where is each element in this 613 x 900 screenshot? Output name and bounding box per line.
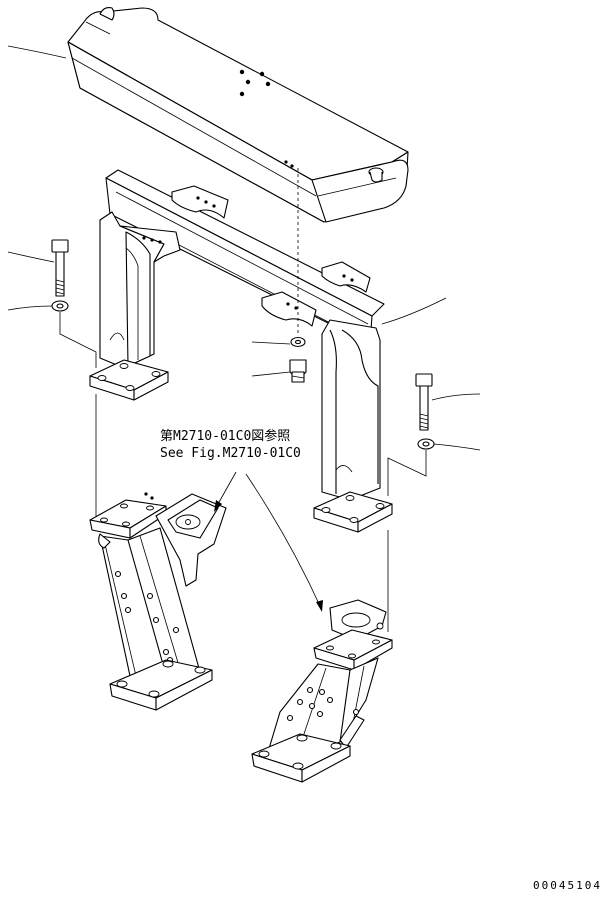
- callout-japanese: 第M2710-01C0図参照: [160, 428, 290, 444]
- bolt-right: [415, 373, 433, 431]
- top-cross-beam: [67, 7, 409, 223]
- bolt-left: [51, 239, 69, 297]
- drawing-number: 00045104: [533, 879, 602, 892]
- leader-lines: [7, 45, 481, 632]
- gate-frame: [89, 169, 393, 533]
- washer-center: [290, 336, 306, 348]
- washer-right: [417, 438, 435, 450]
- lower-right-leg: [251, 599, 393, 783]
- washer-left: [51, 300, 69, 312]
- bolt-center: [289, 359, 307, 383]
- lower-left-leg: [89, 492, 227, 711]
- callout-english: See Fig.M2710-01C0: [160, 446, 301, 461]
